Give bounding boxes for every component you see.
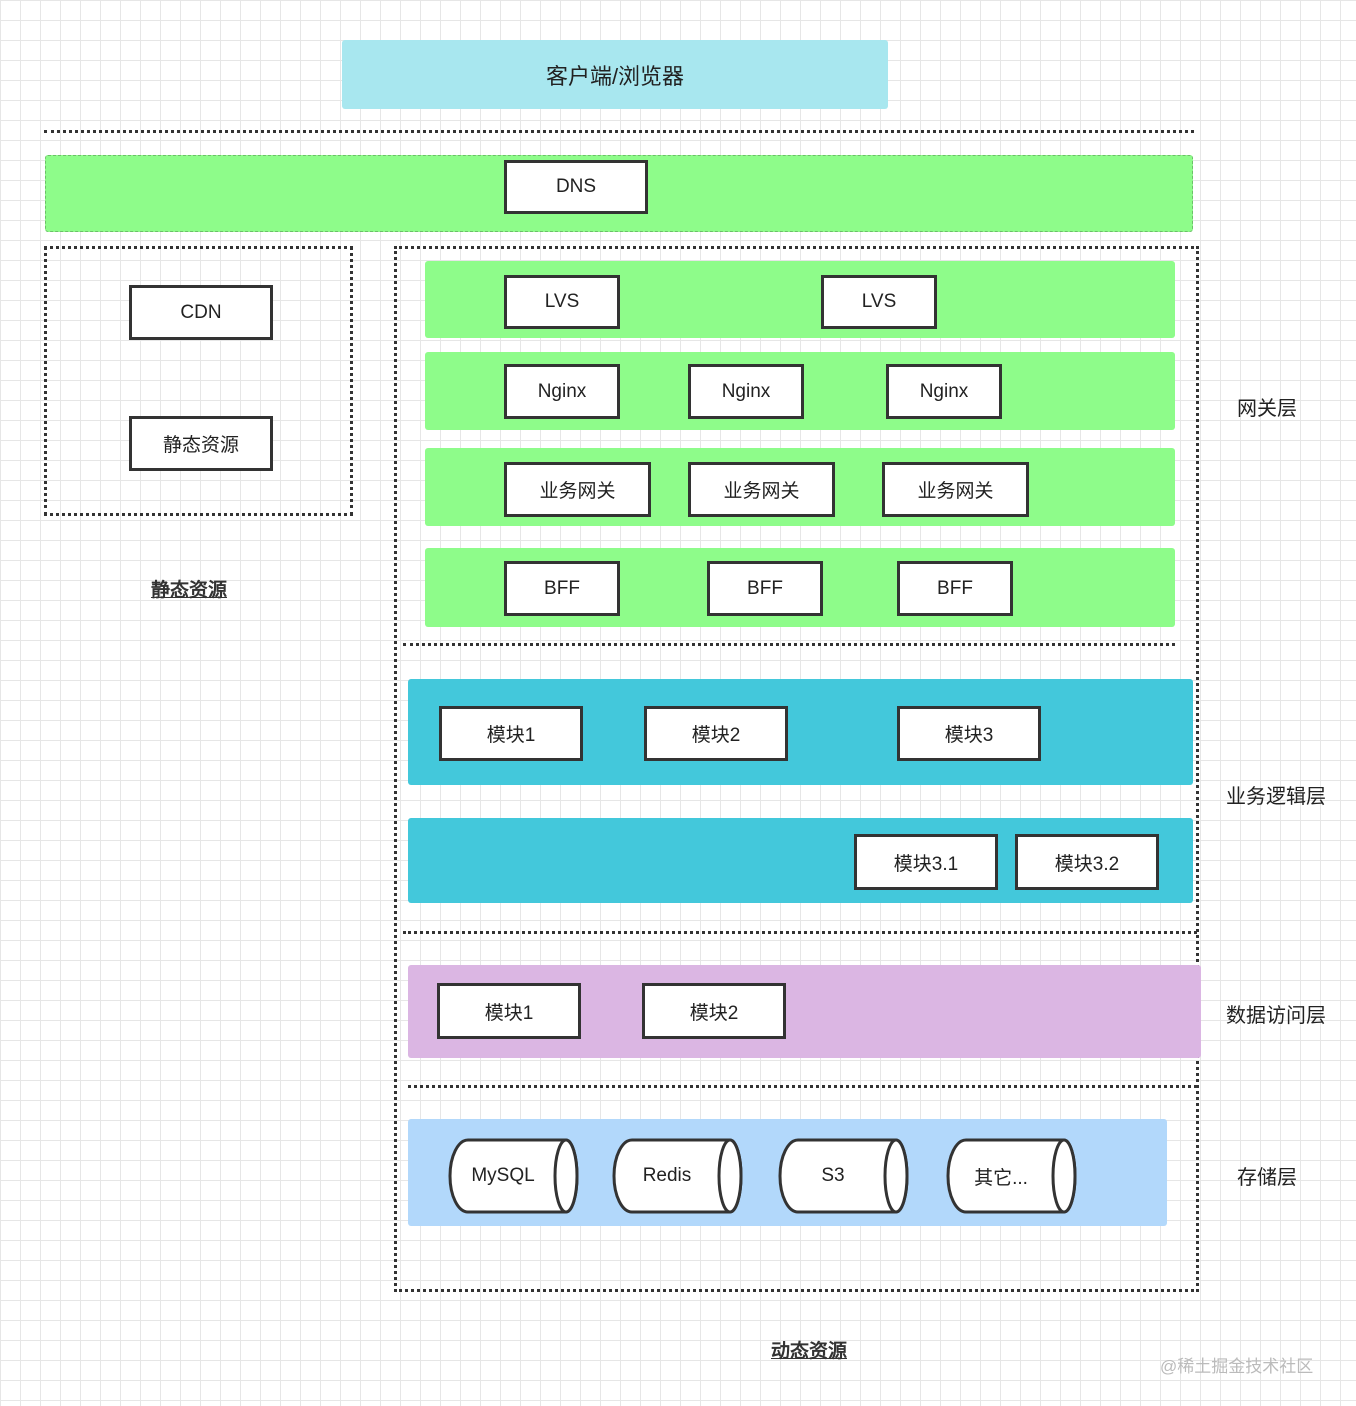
module-box: 模块3.2	[1015, 834, 1159, 890]
dynamic-resources-container	[394, 246, 1199, 1292]
module-box: 模块2	[644, 706, 788, 761]
gateway-layer-label: 网关层	[1237, 398, 1297, 420]
lvs-box: LVS	[504, 275, 620, 329]
module-box: 模块2	[642, 983, 786, 1039]
bff-box: BFF	[897, 561, 1013, 616]
mysql-cylinder: MySQL	[448, 1138, 580, 1214]
nginx-box: Nginx	[886, 364, 1002, 419]
other-storage-cylinder: 其它...	[946, 1138, 1078, 1214]
business-gateway-box: 业务网关	[688, 462, 835, 517]
business-logic-layer-label: 业务逻辑层	[1226, 786, 1326, 808]
data-access-layer-label: 数据访问层	[1226, 1005, 1326, 1027]
divider-data-access	[408, 1085, 1197, 1088]
storage-label: S3	[821, 1165, 845, 1186]
s3-cylinder: S3	[778, 1138, 910, 1214]
lvs-box: LVS	[821, 275, 937, 329]
divider-business	[403, 931, 1197, 934]
storage-label: MySQL	[471, 1165, 535, 1186]
module-box: 模块1	[437, 983, 581, 1039]
business-gateway-box: 业务网关	[504, 462, 651, 517]
dynamic-resources-caption: 动态资源	[771, 1341, 848, 1362]
static-resource-box: 静态资源	[129, 416, 273, 471]
module-box: 模块1	[439, 706, 583, 761]
static-resources-container	[44, 246, 353, 516]
nginx-box: Nginx	[688, 364, 804, 419]
divider-gateway	[403, 643, 1175, 646]
nginx-box: Nginx	[504, 364, 620, 419]
watermark: @稀土掘金技术社区	[1160, 1357, 1314, 1376]
redis-cylinder: Redis	[612, 1138, 744, 1214]
cdn-box: CDN	[129, 285, 273, 340]
client-browser-block: 客户端/浏览器	[342, 40, 888, 109]
module-box: 模块3.1	[854, 834, 998, 890]
business-gateway-box: 业务网关	[882, 462, 1029, 517]
dns-box: DNS	[504, 160, 648, 214]
storage-label: 其它...	[974, 1167, 1028, 1189]
storage-layer-label: 存储层	[1237, 1167, 1297, 1189]
static-resources-caption: 静态资源	[151, 580, 228, 601]
bff-box: BFF	[504, 561, 620, 616]
storage-label: Redis	[642, 1165, 692, 1186]
divider-top	[44, 130, 1194, 133]
module-box: 模块3	[897, 706, 1041, 761]
bff-box: BFF	[707, 561, 823, 616]
